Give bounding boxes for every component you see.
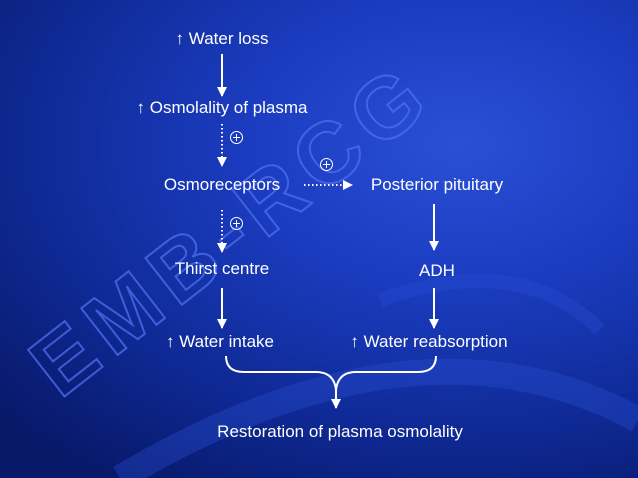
- node-restoration: Restoration of plasma osmolality: [217, 422, 463, 441]
- node-adh: ADH: [419, 261, 455, 280]
- node-water-reabsorption: ↑ Water reabsorption: [350, 332, 508, 351]
- merge-brace: [225, 355, 437, 391]
- node-osmolality: ↑ Osmolality of plasma: [136, 98, 308, 117]
- decor-swoosh-small: [377, 273, 605, 335]
- node-water-intake: ↑ Water intake: [165, 332, 275, 351]
- decor-swoosh: [113, 358, 638, 478]
- node-water-loss: ↑ Water loss: [175, 29, 269, 48]
- node-thirst-centre: Thirst centre: [174, 259, 270, 278]
- node-posterior-pituitary: Posterior pituitary: [370, 175, 504, 194]
- circled-plus-icon: [230, 217, 243, 230]
- circled-plus-icon: [230, 131, 243, 144]
- node-osmoreceptors: Osmoreceptors: [163, 175, 281, 194]
- circled-plus-icon: [320, 158, 333, 171]
